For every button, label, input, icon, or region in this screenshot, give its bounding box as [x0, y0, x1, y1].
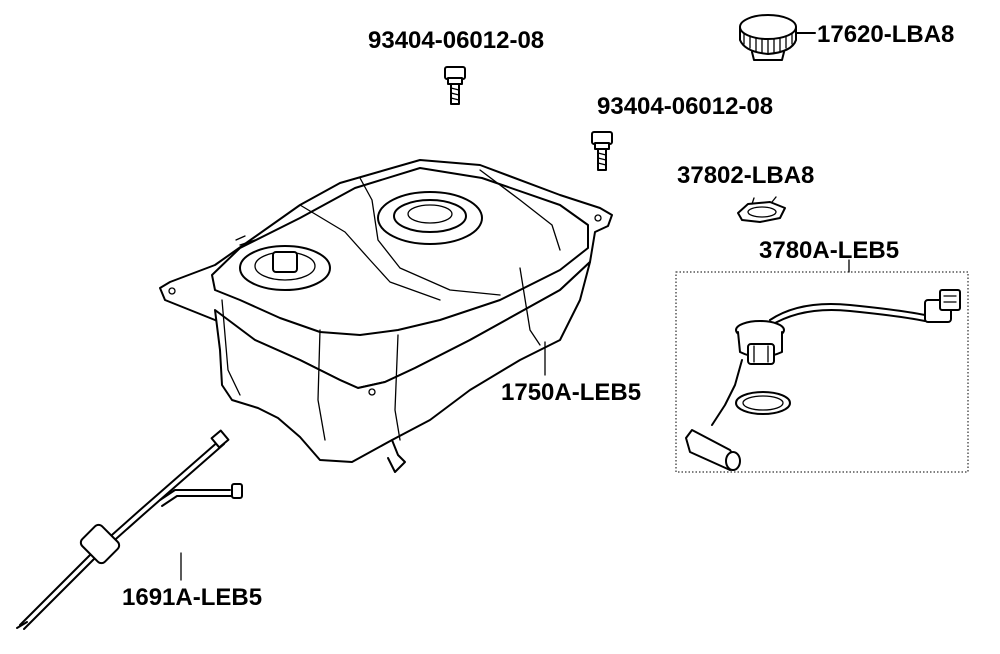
part-number-retaining-ring: 37802-LBA8 — [677, 162, 814, 189]
part-number-bolt-right: 93404-06012-08 — [597, 93, 773, 120]
fuel-cap-icon — [739, 14, 797, 61]
fuel-hose-icon — [16, 429, 243, 630]
part-number-bolt-left: 93404-06012-08 — [368, 27, 544, 54]
part-number-fuel-pump: 3780A-LEB5 — [759, 237, 899, 264]
bolt-right-icon — [591, 131, 613, 171]
fuel-tank — [159, 159, 613, 473]
retaining-ring-icon — [737, 196, 786, 223]
fuel-pump-assembly — [675, 259, 969, 473]
bolt-left-icon — [444, 66, 466, 105]
part-number-fuel-tank: 1750A-LEB5 — [501, 379, 641, 406]
part-number-fuel-cap: 17620-LBA8 — [817, 21, 954, 48]
part-number-fuel-hose: 1691A-LEB5 — [122, 584, 262, 611]
